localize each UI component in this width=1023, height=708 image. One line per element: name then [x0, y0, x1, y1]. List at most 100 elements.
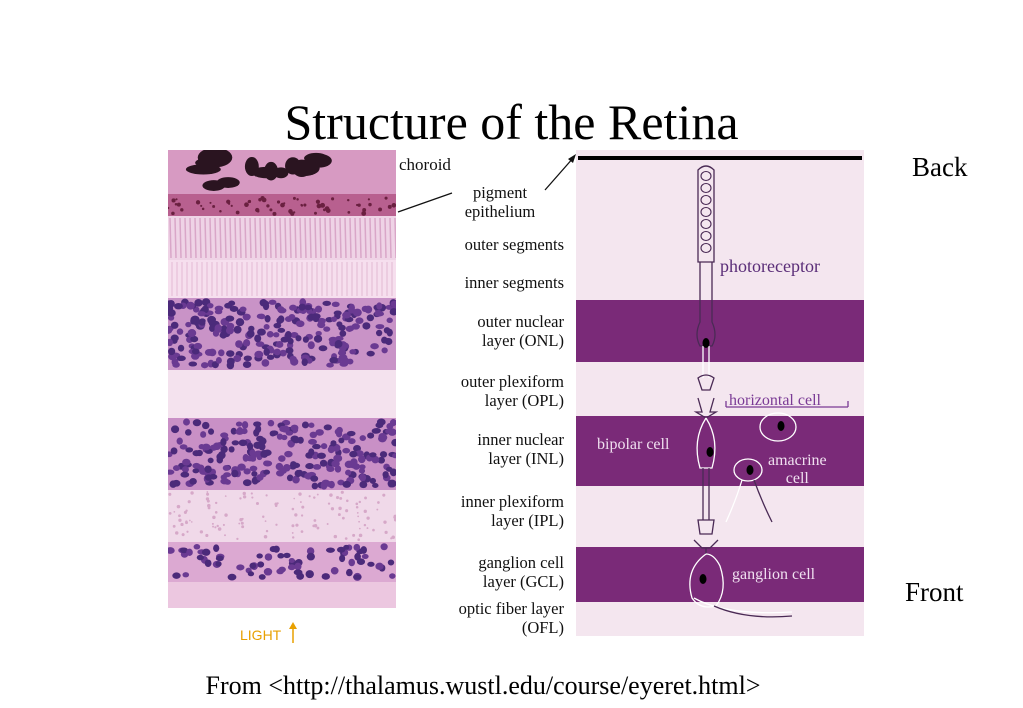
onl-nucleus	[345, 325, 354, 332]
inl-nucleus	[308, 422, 315, 428]
inl-nucleus	[209, 473, 218, 480]
inl-nucleus	[242, 453, 249, 462]
inl-nucleus	[355, 450, 364, 457]
inl-nucleus	[292, 462, 301, 469]
inl-nucleus	[270, 430, 279, 436]
outer-segment-stripe	[209, 217, 212, 259]
label-choroid: choroid	[399, 155, 451, 174]
onl-nucleus	[168, 309, 175, 317]
onl-nucleus	[277, 306, 285, 313]
inl-nucleus	[359, 473, 367, 482]
retina-schematic	[576, 150, 864, 636]
pigment-granule	[384, 196, 388, 200]
inl-nucleus	[369, 452, 377, 458]
gcl-nucleus	[353, 574, 362, 580]
inl-nucleus	[176, 437, 183, 445]
label-pigment-line2: epithelium	[464, 202, 536, 221]
inl-nucleus	[218, 451, 226, 459]
outer-segment-stripe	[309, 217, 312, 259]
label-pigment-epithelium: pigment epithelium	[440, 183, 560, 221]
onl-nucleus	[190, 317, 197, 325]
ipl-speckle	[291, 524, 295, 528]
onl-nucleus	[177, 344, 185, 352]
ipl-speckle	[217, 527, 222, 531]
horizontal-cell	[725, 401, 849, 408]
ipl-speckle	[255, 501, 260, 506]
onl-nucleus	[389, 308, 396, 316]
onl-nucleus	[295, 320, 305, 328]
ipl-speckle	[338, 506, 342, 511]
onl-nucleus	[338, 354, 348, 362]
outer-segment-stripe	[174, 217, 177, 259]
schem-band-onl	[576, 300, 864, 362]
onl-nucleus	[273, 348, 281, 356]
inl-nucleus	[278, 455, 286, 462]
inl-nucleus	[375, 422, 384, 429]
ipl-speckle	[206, 491, 209, 493]
outer-segment-stripe	[354, 217, 357, 259]
ipl-speckle	[364, 496, 367, 500]
outer-segment-stripe	[189, 217, 192, 259]
ipl-speckle	[383, 520, 387, 524]
onl-nucleus	[366, 350, 375, 357]
inl-nucleus	[276, 433, 283, 440]
ipl-speckle	[333, 534, 338, 539]
onl-nucleus	[290, 357, 299, 366]
pigment-granule	[174, 202, 178, 206]
pigment-granule	[176, 202, 181, 207]
inl-nucleus	[305, 463, 315, 470]
onl-nucleus	[235, 340, 243, 348]
gcl-nucleus	[168, 547, 175, 554]
inl-nucleus	[242, 479, 252, 487]
ipl-speckle	[352, 533, 356, 537]
ipl-speckle	[327, 502, 331, 505]
inl-nucleus	[325, 481, 332, 487]
inl-nucleus	[168, 469, 175, 475]
ipl-speckle	[330, 507, 335, 511]
ipl-speckle	[339, 496, 343, 500]
ipl-speckle	[298, 492, 302, 496]
slide-title: Structure of the Retina	[284, 94, 739, 150]
outer-segment-stripe	[329, 217, 332, 259]
photoreceptor-nucleus	[702, 338, 710, 348]
inl-nucleus	[192, 419, 202, 427]
ipl-speckle	[190, 521, 193, 523]
ipl-speckle	[176, 504, 181, 509]
ipl-speckle	[178, 514, 181, 518]
label-opl-line2: layer (OPL)	[484, 391, 564, 410]
ipl-speckle	[393, 516, 396, 519]
outer-segment-stripe	[194, 217, 197, 259]
pigment-granule	[171, 211, 175, 216]
outer-segment-stripe	[249, 217, 252, 259]
gcl-nucleus	[204, 559, 212, 568]
ipl-speckle	[186, 530, 189, 533]
pigment-granule	[256, 210, 260, 213]
inl-nucleus	[334, 428, 342, 435]
label-onl-line2: layer (ONL)	[481, 331, 564, 350]
ipl-speckle	[263, 534, 268, 539]
inl-nucleus	[170, 447, 178, 455]
gcl-nucleus	[306, 552, 315, 561]
inl-nucleus	[292, 437, 300, 444]
inl-nucleus	[202, 421, 210, 430]
back-label: Back	[912, 152, 968, 182]
outer-segment-stripe	[389, 217, 392, 259]
onl-nucleus	[334, 335, 344, 342]
inl-nucleus	[223, 472, 232, 478]
ipl-speckle	[326, 522, 329, 525]
outer-segment-stripe	[264, 217, 267, 259]
ipl-speckle	[187, 500, 191, 504]
onl-nucleus	[362, 322, 371, 330]
ipl-speckle	[224, 513, 228, 517]
inl-nucleus	[333, 454, 343, 463]
inl-nucleus	[311, 482, 319, 490]
gcl-nucleus	[288, 557, 295, 564]
ipl-speckle	[313, 524, 318, 528]
pigment-granule	[300, 204, 304, 207]
inl-nucleus	[286, 474, 294, 482]
ipl-speckle	[358, 527, 361, 530]
label-gcl: ganglion cell layer (GCL)	[478, 553, 564, 591]
gcl-nucleus	[353, 543, 361, 551]
inl-nucleus	[182, 458, 191, 466]
onl-nucleus	[254, 334, 262, 343]
